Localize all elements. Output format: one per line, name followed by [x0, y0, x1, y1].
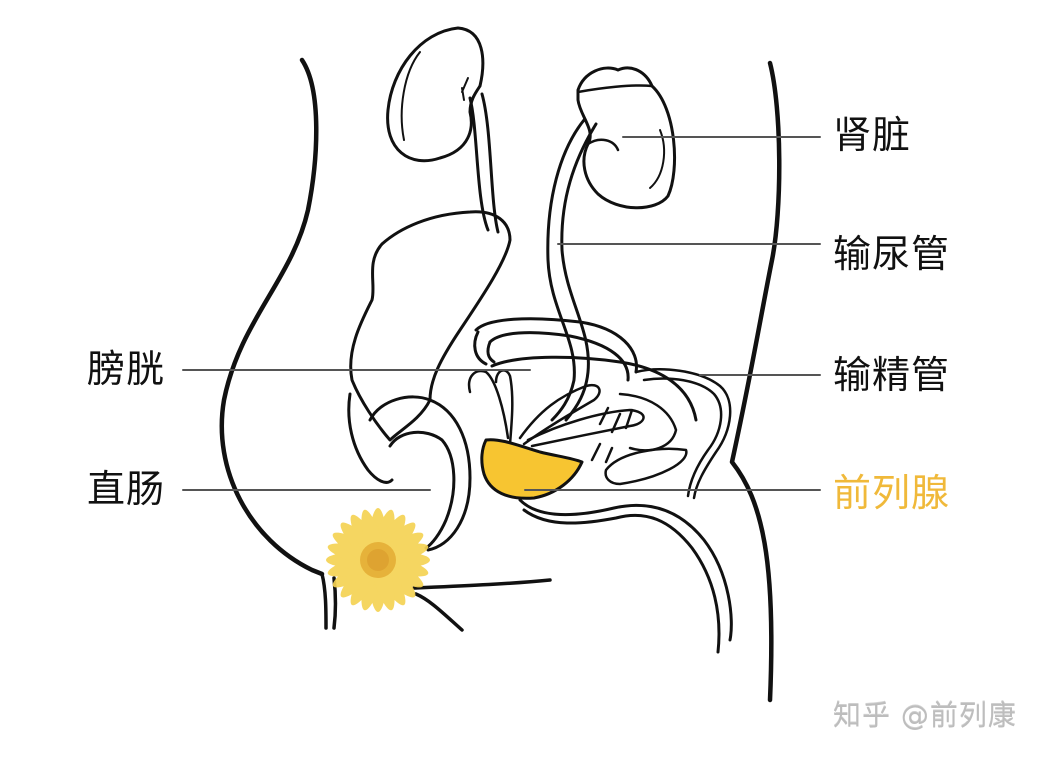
- body-outline-left: [219, 57, 325, 577]
- leader-lines: [182, 136, 821, 491]
- watermark: 知乎 @前列康: [833, 699, 1017, 732]
- vas-deferens: [590, 368, 732, 500]
- seminal-vesicles: [467, 369, 688, 486]
- label-ureter: 输尿管: [833, 232, 951, 276]
- label-vas-deferens: 输精管: [833, 353, 951, 397]
- label-prostate: 前列腺: [833, 471, 951, 515]
- lower-body: [320, 572, 552, 632]
- right-ureter: [546, 118, 598, 422]
- urethra: [518, 498, 733, 654]
- rectum: [347, 392, 472, 552]
- bladder: [473, 317, 698, 422]
- left-kidney: [386, 26, 485, 163]
- pelvic-bone: [349, 210, 512, 442]
- left-ureter: [468, 92, 500, 234]
- right-kidney: [576, 66, 677, 210]
- body-outline-right: [729, 60, 782, 703]
- label-kidney: 肾脏: [833, 113, 912, 157]
- prostate: [480, 438, 584, 500]
- label-rectum: 直肠: [87, 467, 166, 511]
- label-bladder: 膀胱: [87, 347, 166, 391]
- daisy-flower-icon: [326, 508, 430, 612]
